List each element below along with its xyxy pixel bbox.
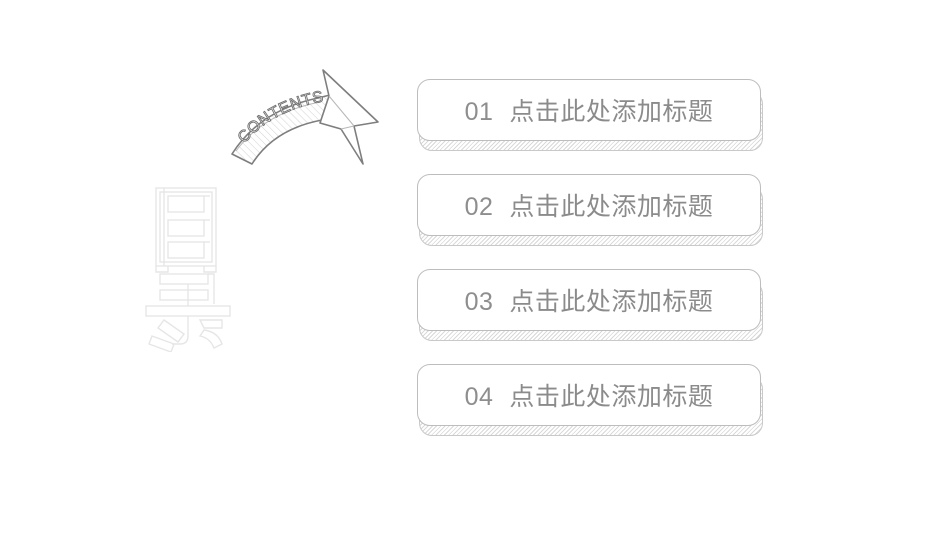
agenda-item-face[interactable]: 01 点击此处添加标题 (417, 79, 761, 141)
agenda-item[interactable]: 04 点击此处添加标题 (417, 364, 763, 442)
agenda-item-face[interactable]: 03 点击此处添加标题 (417, 269, 761, 331)
agenda-item[interactable]: 01 点击此处添加标题 (417, 79, 763, 157)
contents-arrow: CONTENTS (226, 63, 388, 179)
agenda-item-title: 点击此处添加标题 (509, 193, 714, 221)
agenda-item-label: 04 点击此处添加标题 (465, 377, 714, 413)
agenda-item-title: 点击此处添加标题 (509, 383, 714, 411)
agenda-item[interactable]: 02 点击此处添加标题 (417, 174, 763, 252)
agenda-item-label: 03 点击此处添加标题 (465, 282, 714, 318)
agenda-item-number: 02 (464, 193, 494, 221)
agenda-item-number: 04 (464, 383, 494, 411)
agenda-item-title: 点击此处添加标题 (509, 288, 714, 316)
contents-arrow-icon: CONTENTS (231, 69, 379, 165)
agenda-item-face[interactable]: 04 点击此处添加标题 (417, 364, 761, 426)
agenda-item-number: 01 (464, 98, 494, 126)
toc-heading-characters (138, 182, 248, 352)
toc-characters-icon (145, 187, 231, 352)
agenda-item[interactable]: 03 点击此处添加标题 (417, 269, 763, 347)
agenda-item-number: 03 (464, 288, 494, 316)
agenda-item-label: 02 点击此处添加标题 (465, 187, 714, 223)
agenda-item-title: 点击此处添加标题 (509, 98, 714, 126)
agenda-item-face[interactable]: 02 点击此处添加标题 (417, 174, 761, 236)
agenda-list: 01 点击此处添加标题 02 点击此处添加标题 03 点击此处添加标题 (417, 79, 765, 442)
agenda-item-label: 01 点击此处添加标题 (465, 92, 714, 128)
